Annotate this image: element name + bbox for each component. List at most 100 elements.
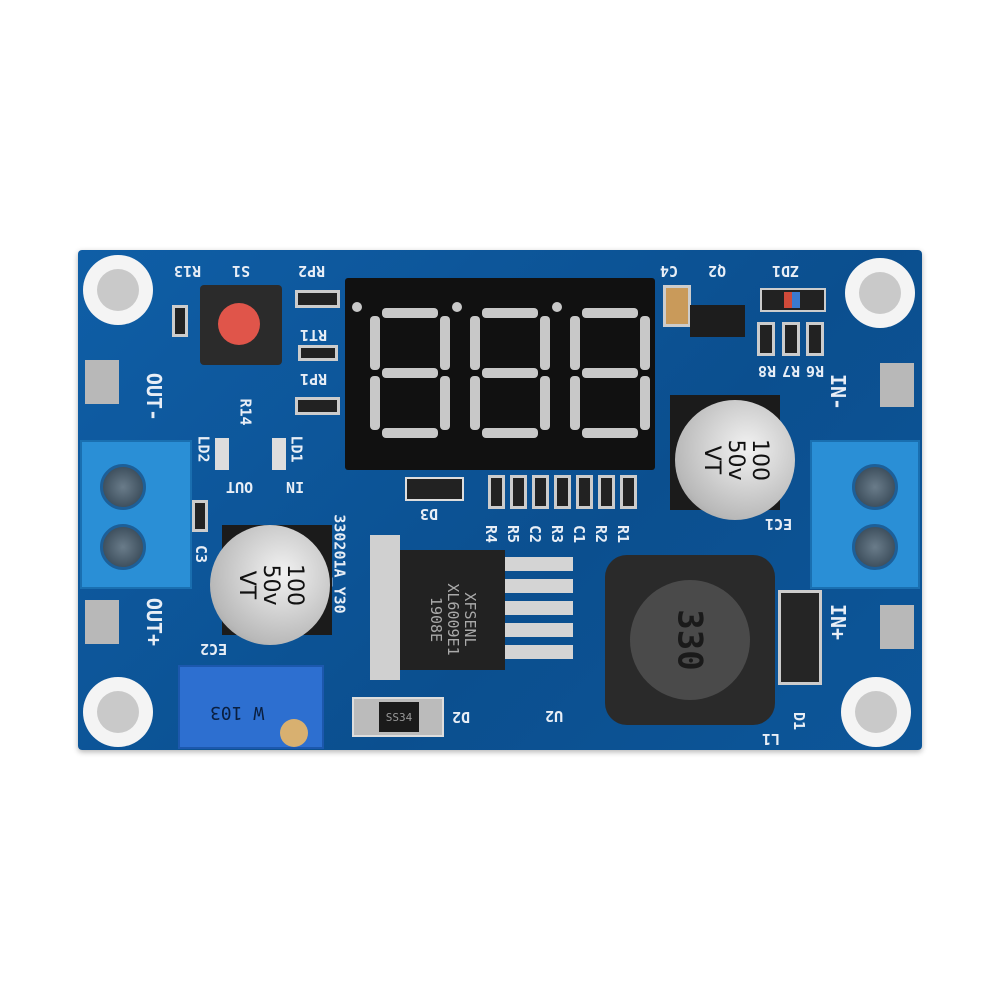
segment xyxy=(582,308,638,318)
cap-value: 100 xyxy=(747,439,772,481)
smd-label: R4 xyxy=(482,524,501,544)
chip-pin xyxy=(505,645,573,659)
capacitor-ec1: 100 50v VT xyxy=(675,400,795,520)
output-terminal-block[interactable] xyxy=(80,440,192,589)
label-rt1: RT1 xyxy=(300,326,328,344)
smd-component xyxy=(554,475,571,509)
mounting-hole xyxy=(845,258,915,328)
chip-pin xyxy=(505,579,573,593)
label-out: OUT xyxy=(226,478,254,496)
label-c3: C3 xyxy=(192,544,211,564)
label-zd1: ZD1 xyxy=(772,262,800,280)
cap-series: VT xyxy=(699,445,724,475)
screw-icon[interactable] xyxy=(852,464,898,510)
diode-mark: SS34 xyxy=(379,702,419,732)
smd-label: R5 xyxy=(504,524,523,544)
segment xyxy=(482,368,538,378)
screw-icon[interactable] xyxy=(100,524,146,570)
smd-component xyxy=(510,475,527,509)
label-u2: U2 xyxy=(545,707,564,725)
segment xyxy=(582,428,638,438)
label-out-plus: OUT+ xyxy=(142,597,167,647)
chip-u2: XFSENL XL6009E1 1908E xyxy=(400,550,505,670)
segment xyxy=(470,376,480,430)
capacitor-c4 xyxy=(663,285,691,327)
label-out-minus: OUT- xyxy=(142,372,167,422)
label-q2: Q2 xyxy=(708,262,727,280)
label-r6: R6 xyxy=(806,362,825,380)
segment xyxy=(440,376,450,430)
resistor-r6 xyxy=(806,322,824,356)
chip-brand: XFSENL xyxy=(461,592,479,647)
segment xyxy=(382,428,438,438)
chip-pin xyxy=(505,557,573,571)
segment xyxy=(482,428,538,438)
segment xyxy=(382,368,438,378)
segment xyxy=(470,316,480,370)
transistor-q2 xyxy=(690,305,745,337)
chip-pin xyxy=(505,623,573,637)
segment xyxy=(640,316,650,370)
decimal-dot xyxy=(552,302,562,312)
cap-voltage: 50v xyxy=(258,564,283,606)
resistor-array xyxy=(295,397,340,415)
segment xyxy=(382,308,438,318)
chip-tab xyxy=(370,535,400,680)
decimal-dot xyxy=(452,302,462,312)
smd-label: C1 xyxy=(570,524,589,544)
label-r7: R7 xyxy=(782,362,801,380)
segment xyxy=(540,376,550,430)
segment xyxy=(370,376,380,430)
display-digit xyxy=(352,302,450,438)
label-in-minus: IN- xyxy=(826,373,851,411)
resistor xyxy=(172,305,188,337)
segment xyxy=(440,316,450,370)
label-ec1: EC1 xyxy=(765,515,793,533)
screw-icon[interactable] xyxy=(852,524,898,570)
label-rp1: RP1 xyxy=(300,370,328,388)
cap-series: VT xyxy=(234,570,259,600)
label-d2: D2 xyxy=(452,708,471,726)
input-terminal-block[interactable] xyxy=(810,440,920,589)
screw-icon[interactable] xyxy=(100,464,146,510)
smd-component xyxy=(598,475,615,509)
inductor-mark: 330 xyxy=(669,609,710,671)
diode-d3 xyxy=(405,477,464,501)
label-r14: R14 xyxy=(236,398,255,426)
label-r8: R8 xyxy=(758,362,777,380)
resistor xyxy=(298,345,338,361)
solder-pad xyxy=(85,600,119,644)
resistor-array xyxy=(295,290,340,308)
segment xyxy=(482,308,538,318)
segment xyxy=(570,316,580,370)
label-ec2: EC2 xyxy=(200,640,228,658)
led-ld1 xyxy=(272,438,286,470)
cap-value: 100 xyxy=(282,564,307,606)
segment xyxy=(370,316,380,370)
label-d3: D3 xyxy=(420,505,439,523)
label-in-plus: IN+ xyxy=(826,603,851,641)
pot-adjust-screw[interactable] xyxy=(280,719,308,747)
label-ld1: LD1 xyxy=(287,435,306,463)
smd-label: R3 xyxy=(548,524,567,544)
smd-component xyxy=(532,475,549,509)
smd-component xyxy=(488,475,505,509)
mounting-hole xyxy=(83,255,153,325)
trim-potentiometer[interactable]: W 103 xyxy=(178,665,324,749)
button-cap[interactable] xyxy=(218,303,260,345)
capacitor-ec2: 100 50v VT xyxy=(210,525,330,645)
mounting-hole xyxy=(841,677,911,747)
label-in: IN xyxy=(286,478,305,496)
diode-d2: SS34 xyxy=(352,697,444,737)
label-ld2: LD2 xyxy=(194,435,213,463)
segment xyxy=(570,376,580,430)
smd-label: R2 xyxy=(592,524,611,544)
smd-component xyxy=(620,475,637,509)
zener-zd1 xyxy=(760,288,826,312)
resistor-r8 xyxy=(757,322,775,356)
resistor-r7 xyxy=(782,322,800,356)
push-button-s1[interactable] xyxy=(200,285,282,365)
smd-label: R1 xyxy=(614,524,633,544)
label-r13: R13 xyxy=(174,262,202,280)
board-id-label: 330201A_Y30 xyxy=(330,514,349,614)
